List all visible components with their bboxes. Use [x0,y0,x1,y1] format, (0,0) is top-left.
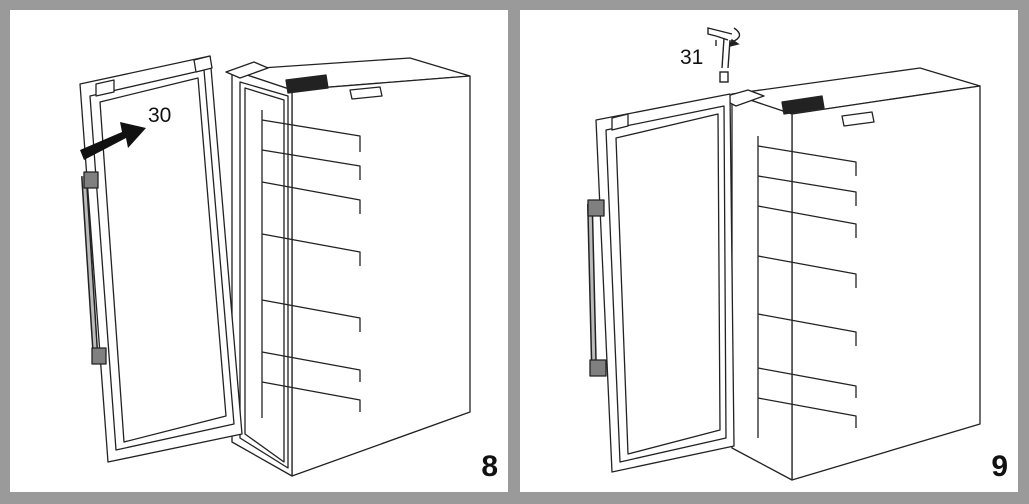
direction-arrow [80,122,146,160]
step-number: 9 [991,450,1008,483]
freezer-door [595,93,735,473]
freezer-shelves [261,110,361,418]
step-number: 8 [481,450,498,483]
freezer-cabinet [719,67,981,481]
door-handle [81,171,107,365]
callout-number: 30 [148,104,172,127]
callout-number: 31 [680,46,704,69]
hex-key-icon [707,27,741,83]
freezer-shelves [757,136,857,438]
freezer-door-reinstalled-illustration [587,27,981,481]
figure-step-8: 30 8 [10,10,508,492]
freezer-door [79,55,243,463]
figure-step-9: 31 9 [520,10,1018,492]
door-handle [587,199,607,377]
freezer-door-removed-illustration [79,55,471,477]
